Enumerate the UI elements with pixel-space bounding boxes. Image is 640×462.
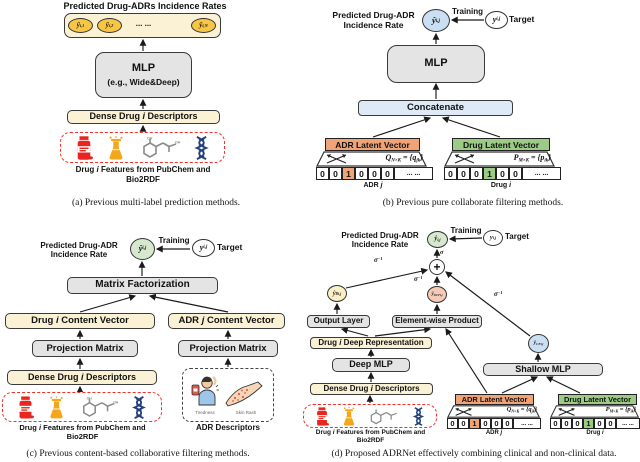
adr-latent-vector-header: ADR Latent Vector [325,138,420,151]
tiredness-illustration [191,376,219,406]
panel-d-target-label: Target [505,232,529,241]
drug-latent-vector-header: Drug Latent Vector [558,394,637,405]
panel-c-dense-descriptors-box: Dense Drug i Descriptors [7,370,157,385]
panel-d-training-label: Training [450,226,482,235]
panel-a-caption: (a) Previous multi-label prediction meth… [71,198,241,208]
panel-b-caption: (b) Previous pure collaborate filtering … [382,198,564,208]
panel-a-drug-features-box: OH OH [60,132,225,163]
panel-d-shallow-mlp-box: Shallow MLP [483,363,603,376]
beaker-icon [343,406,355,426]
panel-c-training-label: Training [158,236,190,245]
panel-b-adr-latent-vector: ADR Latent Vector QN×K = {qjk} 0 0 1 0 0… [316,138,433,192]
panel-b-target-label: Target [509,14,535,24]
panel-d-features-caption-line1: Drug i Features from PubChem and [315,429,426,436]
skin-rash-illustration [225,381,263,407]
crossed-arrows-icon [454,154,475,164]
panel-c-target-label: Target [217,242,243,252]
panel-d-adr-latent-vector: ADR Latent Vector QN×K = {qjk} 0 0 1 0 0… [446,394,541,438]
panel-a-features-caption-line1: Drug i Features from PubChem and [75,165,211,174]
dna-icon [412,406,424,426]
panel-b-drug-latent-vector: Drug Latent Vector PM×K = {pik} 0 0 0 1 … [444,138,561,192]
panel-d-caption: (d) Proposed ADRNet effectively combinin… [331,449,617,459]
panel-d-output-layer-box: Output Layer [307,315,370,328]
drug-latent-vector-header: Drug Latent Vector [452,138,550,151]
panel-c-adr-content-vector-box: ADR j Content Vector [168,313,285,329]
panel-a-dense-descriptors-box: Dense Drug i Descriptors [67,110,220,124]
panel-c-adr-descriptors-box: Tiredness Skin Rash [182,368,274,422]
panel-a-ellipsis: ... ... [135,19,152,28]
pill-bottle-icon [77,135,93,160]
svg-text:OH: OH [113,400,118,404]
panel-d-elementwise-product-box: Element-wise Product [392,315,482,328]
adr-onehot-row: 0 0 1 0 0 0 ... ... [316,167,433,180]
dna-icon [132,395,147,419]
drug-onehot-row: 0 0 0 1 0 0 ... ... [444,167,561,180]
svg-text:OH: OH [86,396,92,400]
tiredness-label: Tiredness [195,410,215,415]
panel-d-deep-representation-box: Drug i Deep Representation [310,337,432,349]
panel-d-dense-descriptors-box: Dense Drug i Descriptors [310,383,433,395]
beaker-icon [109,135,123,159]
panel-c-projection-matrix-left: Projection Matrix [32,340,138,357]
pill-bottle-icon [19,395,34,419]
panel-c-matrix-factorization-box: Matrix Factorization [67,277,218,294]
sigma-inverse-label-right: σ−1 [494,290,503,298]
panel-c-caption: (c) Previous content-based collaborative… [26,449,250,459]
skin-rash-label: Skin Rash [235,410,257,415]
panel-d-deep-mlp-box: Deep MLP [332,358,410,372]
panel-d-drug-latent-vector: Drug Latent Vector PM×K = {pik} 0 0 0 1 … [549,394,640,438]
panel-c-features-caption-line1: Drug i Features from PubChem and [19,423,146,432]
crossed-arrows-icon [326,154,347,164]
dna-icon [194,135,210,160]
panel-a-mlp-box: MLP (e.g., Wide&Deep) [95,52,192,98]
crossed-arrows-icon [558,407,575,416]
drug-index-label: Drug i [490,182,512,189]
sigma-inverse-label-left: σ−1 [374,256,383,264]
panel-c-projection-matrix-right: Projection Matrix [178,340,278,357]
plus-node: + [429,259,445,275]
panel-c-features-caption-line2: Bio2RDF [66,432,99,441]
molecule-icon: OH OH [82,396,118,417]
svg-text:OH: OH [147,136,153,140]
panel-c-drug-features-box: OH OH [2,392,162,422]
crossed-arrows-icon [455,407,472,416]
adr-index-label: ADR j [363,182,383,189]
panel-d-drug-features-box [303,404,437,428]
beaker-icon [50,395,63,418]
panel-b-mlp-box: MLP [387,45,485,83]
drug-index-label: Drug i [586,430,604,436]
panel-b-concatenate-box: Concatenate [358,100,513,116]
adr-onehot-row: 0 0 1 0 0 0 ... ... [447,418,541,429]
panel-a-title: Predicted Drug-ADRs Incidence Rates [63,1,227,11]
panel-c-drug-content-vector-box: Drug i Content Vector [5,313,155,329]
molecule-icon: OH OH [142,136,180,158]
panel-a-features-caption-line2: Bio2RDF [126,175,160,184]
sigma-label: σ [440,249,444,256]
sigma-inverse-label-mid: σ−1 [414,275,423,283]
svg-text:OH: OH [175,140,180,144]
panel-d-features-caption-line2: Bio2RDF [356,437,385,444]
adr-latent-vector-header: ADR Latent Vector [455,394,534,405]
pill-bottle-icon [317,406,330,426]
panel-c-adr-descriptors-label: ADR Descriptors [195,423,260,432]
molecule-icon [370,408,398,424]
adr-index-label: ADR j [485,430,503,436]
panel-b-training-label: Training [451,7,484,16]
drug-onehot-row: 0 0 0 1 0 0 ... ... [550,418,640,429]
